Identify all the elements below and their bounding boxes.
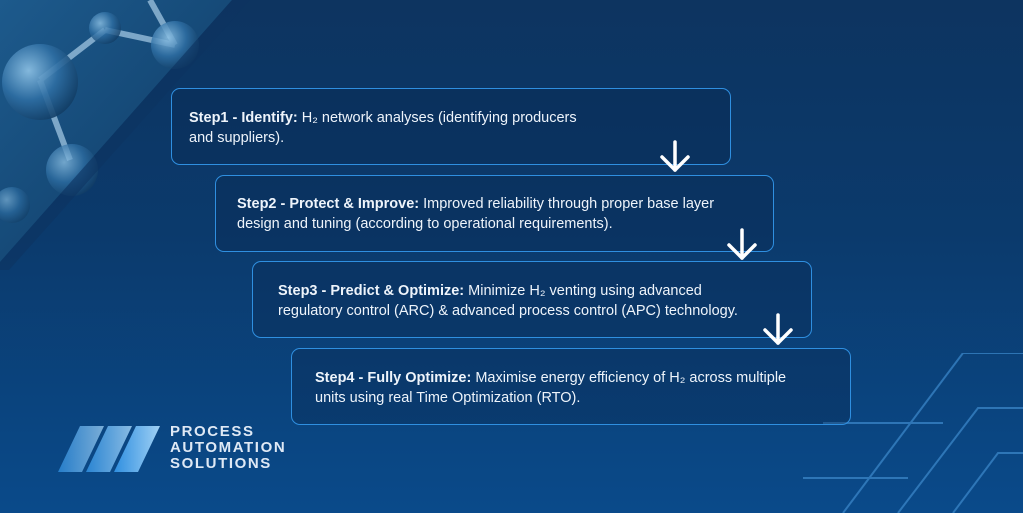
arrow-down-icon xyxy=(660,140,690,172)
step-1-title: Step1 - Identify: xyxy=(189,110,298,126)
step-3-desc-line2: regulatory control (ARC) & advanced proc… xyxy=(278,303,738,319)
logo-wordmark: PROCESS AUTOMATION SOLUTIONS xyxy=(170,424,286,472)
step-2-desc-line2: design and tuning (according to operatio… xyxy=(237,216,613,232)
step-1-box: Step1 - Identify: H₂ network analyses (i… xyxy=(171,88,731,165)
logo-line-3: SOLUTIONS xyxy=(170,455,272,472)
step-2-box: Step2 - Protect & Improve: Improved reli… xyxy=(215,175,774,252)
arrow-down-icon xyxy=(763,313,793,345)
logo-line-1: PROCESS xyxy=(170,423,255,440)
step-3-title: Step3 - Predict & Optimize: xyxy=(278,283,465,299)
step-1-desc-line1: H₂ network analyses (identifying produce… xyxy=(297,110,577,126)
company-logo: PROCESS AUTOMATION SOLUTIONS xyxy=(58,424,288,476)
step-3-desc-line1: Minimize H₂ venting using advanced xyxy=(464,283,702,299)
decorative-lines xyxy=(803,353,1023,513)
step-2-title: Step2 - Protect & Improve: xyxy=(237,196,420,212)
slanted-bars-logo xyxy=(58,426,160,472)
step-4-box: Step4 - Fully Optimize: Maximise energy … xyxy=(291,348,851,425)
step-2-text: Step2 - Protect & Improve: Improved reli… xyxy=(237,194,714,234)
logo-line-2: AUTOMATION xyxy=(170,439,287,456)
step-4-desc-line1: Maximise energy efficiency of H₂ across … xyxy=(471,370,787,386)
step-3-text: Step3 - Predict & Optimize: Minimize H₂ … xyxy=(278,281,738,321)
step-2-desc-line1: Improved reliability through proper base… xyxy=(419,196,715,212)
molecule-background-image xyxy=(0,0,250,270)
step-4-title: Step4 - Fully Optimize: xyxy=(315,370,472,386)
step-4-text: Step4 - Fully Optimize: Maximise energy … xyxy=(315,368,786,408)
step-1-desc-line2: and suppliers). xyxy=(189,130,285,146)
arrow-down-icon xyxy=(727,228,757,260)
step-3-box: Step3 - Predict & Optimize: Minimize H₂ … xyxy=(252,261,812,338)
step-4-desc-line2: units using real Time Optimization (RTO)… xyxy=(315,390,581,406)
step-1-text: Step1 - Identify: H₂ network analyses (i… xyxy=(189,108,577,148)
